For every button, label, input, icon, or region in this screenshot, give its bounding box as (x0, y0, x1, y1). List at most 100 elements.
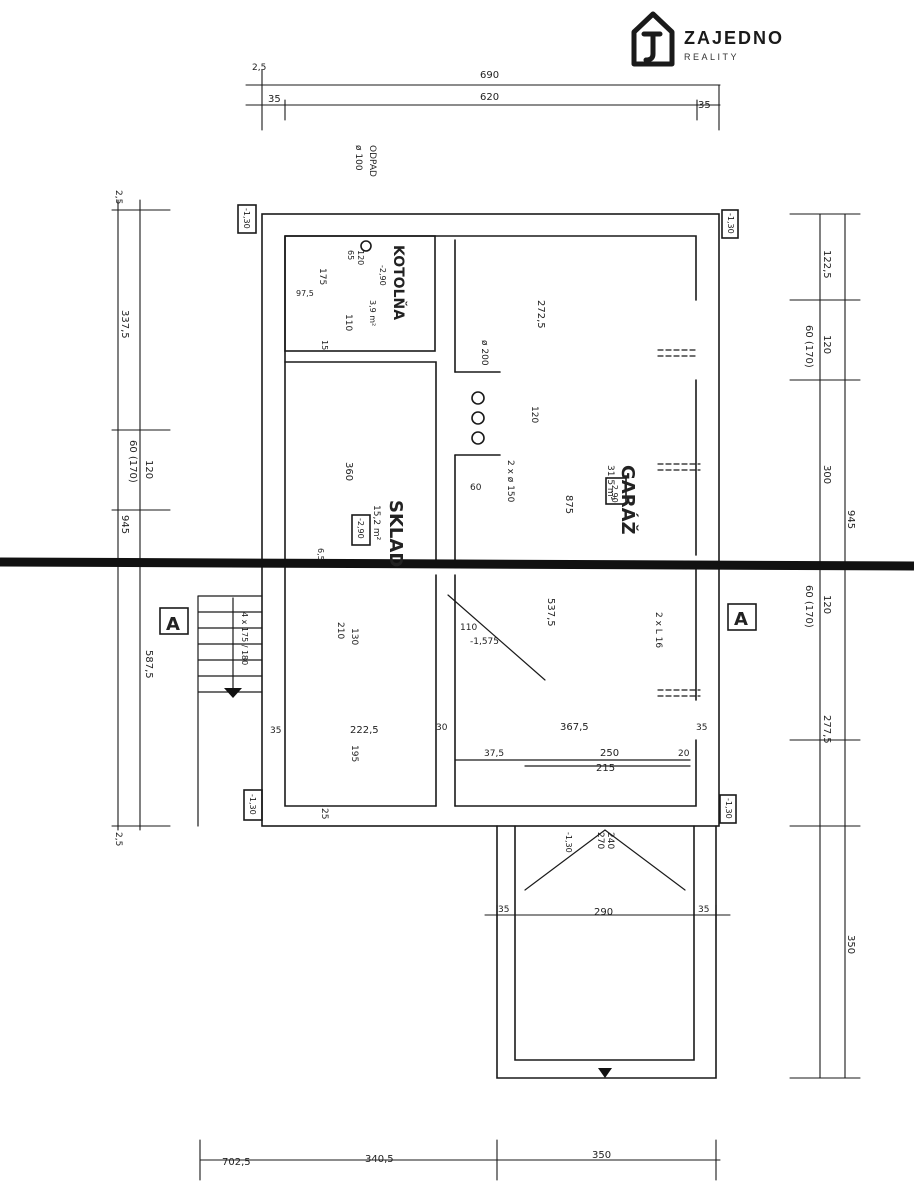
dim-left-lower: 587,5 (143, 650, 154, 679)
dim-right-ext: 350 (845, 935, 856, 954)
dim-ext-35b: 35 (698, 905, 709, 915)
dim-boiler-h: 110 (343, 314, 353, 331)
dim-left (111, 199, 171, 831)
storage-level-box (351, 514, 371, 546)
dim-garage-door: 250 (600, 748, 619, 759)
garage-wall-notch (454, 371, 501, 456)
extension-arrow (598, 1068, 612, 1078)
pipe-200-label: ø 200 (479, 340, 489, 366)
inner-wall-outline (284, 235, 697, 807)
brand-subtitle: REALITY (684, 52, 740, 62)
garage-label: GARÁŽ (617, 465, 639, 535)
boiler-level: -2,90 (378, 265, 387, 286)
level-br: -1,30 (724, 798, 733, 819)
dim-garage-w: 272,5 (535, 300, 546, 329)
outer-wall (261, 213, 720, 827)
dim-ext-270: 270 (595, 832, 605, 849)
dim-wall-30: 30 (436, 723, 448, 733)
dim-left-small-bot: 2,5 (113, 832, 123, 846)
garage-level: -2,90 (610, 482, 619, 503)
odpad-circle (360, 240, 372, 252)
garage-area: 31,5 m² (605, 465, 615, 501)
level-tl: -1,30 (242, 208, 251, 229)
brand-logo: ZAJEDNO REALITY (630, 10, 820, 70)
dim-left-total: 945 (119, 515, 130, 534)
boiler-area: 3,9 m² (368, 300, 377, 326)
storage-level: -2,90 (356, 518, 365, 539)
dim-boiler-d3: 65 (346, 250, 355, 260)
extension-outline (496, 825, 717, 1079)
dim-right-total: 945 (845, 510, 856, 529)
boiler-room-walls (284, 235, 436, 352)
dim-right-window2-h: 60 (170) (803, 585, 814, 628)
dim-storage-h: 360 (343, 462, 354, 481)
dim-ext-35a: 35 (498, 905, 509, 915)
pipe-150-label: 2 x ø 150 (505, 460, 515, 503)
dim-top-inner: 620 (480, 92, 499, 103)
dim-right-top: 122,5 (821, 250, 832, 279)
extension-inner (514, 825, 695, 1061)
level-tr: -1,30 (726, 213, 735, 234)
garage-door-line (454, 759, 691, 767)
garage-window-low (657, 689, 701, 697)
dim-storage-wall: 6,5 (316, 548, 325, 561)
dim-top-total: 690 (480, 70, 499, 81)
dim-left-upper: 337,5 (119, 310, 130, 339)
dim-bottom-b: 340,5 (365, 1154, 394, 1165)
dim-top (245, 69, 721, 131)
exterior-stairs (197, 595, 263, 827)
dim-garage-h2: 537,5 (545, 598, 556, 627)
dim-right-mid: 300 (821, 465, 832, 484)
house-logo-icon (631, 11, 675, 67)
dim-top-small: 2,5 (252, 63, 266, 73)
dim-garage-lintel: 2 x L 16 (653, 612, 663, 648)
dim-boiler-d1: 97,5 (296, 289, 314, 298)
dim-storage-w: 222,5 (350, 725, 379, 736)
dim-garage-w2: 367,5 (560, 722, 589, 733)
section-a-left: A (166, 614, 180, 635)
dim-wall-35b: 35 (696, 723, 707, 733)
dim-bottom (199, 1139, 721, 1181)
dim-left-window: 120 (143, 460, 154, 479)
dim-bottom-a: 702,5 (222, 1157, 251, 1168)
dim-right-window-h: 60 (170) (803, 325, 814, 368)
section-cut-line (0, 557, 914, 571)
dim-ext-240: 240 (605, 832, 615, 849)
partition-wall (284, 239, 456, 807)
odpad-dia: ø 100 (353, 145, 363, 171)
dim-top-wall-r: 35 (698, 100, 711, 111)
dim-extension (484, 904, 731, 931)
dim-storage-door: 210 (335, 622, 345, 639)
dim-boiler-d2: 15 (320, 340, 329, 350)
stair-diagonal (447, 594, 546, 681)
dim-boiler-d4: 120 (356, 250, 365, 265)
stair-level-label: -1,575 (470, 637, 499, 647)
dim-storage-door-h: 130 (349, 628, 359, 645)
stair-down-arrow (224, 688, 242, 698)
section-box-right (727, 603, 757, 631)
pipe-circle-1 (471, 391, 485, 405)
dim-garage-60: 60 (470, 483, 482, 493)
dim-garage-d1: 37,5 (484, 749, 504, 759)
odpad-label: ODPAD (367, 145, 377, 177)
level-box-tr (721, 209, 739, 239)
level-box-bl (243, 789, 263, 821)
level-box-tl (237, 204, 257, 234)
dim-garage-d2: 20 (678, 749, 690, 759)
pipe-circle-2 (471, 411, 485, 425)
dim-boiler-w: 175 (317, 268, 327, 285)
dim-bottom-c: 350 (592, 1150, 611, 1161)
level-ext: -1,30 (564, 832, 573, 853)
dim-right-low: 277,5 (821, 715, 832, 744)
section-box-left (159, 607, 189, 635)
brand-name: ZAJEDNO (684, 28, 785, 48)
garage-level-box (605, 477, 627, 505)
dim-garage-h: 875 (563, 495, 574, 514)
dim-wall-35a: 35 (270, 726, 281, 736)
extension-diagonals (524, 829, 686, 891)
stair-note: 4 x 175 / 180 (240, 612, 249, 665)
garage-window-top (657, 349, 699, 357)
stair-size-label: 110 (460, 623, 477, 633)
dim-ext-w: 290 (594, 907, 613, 918)
